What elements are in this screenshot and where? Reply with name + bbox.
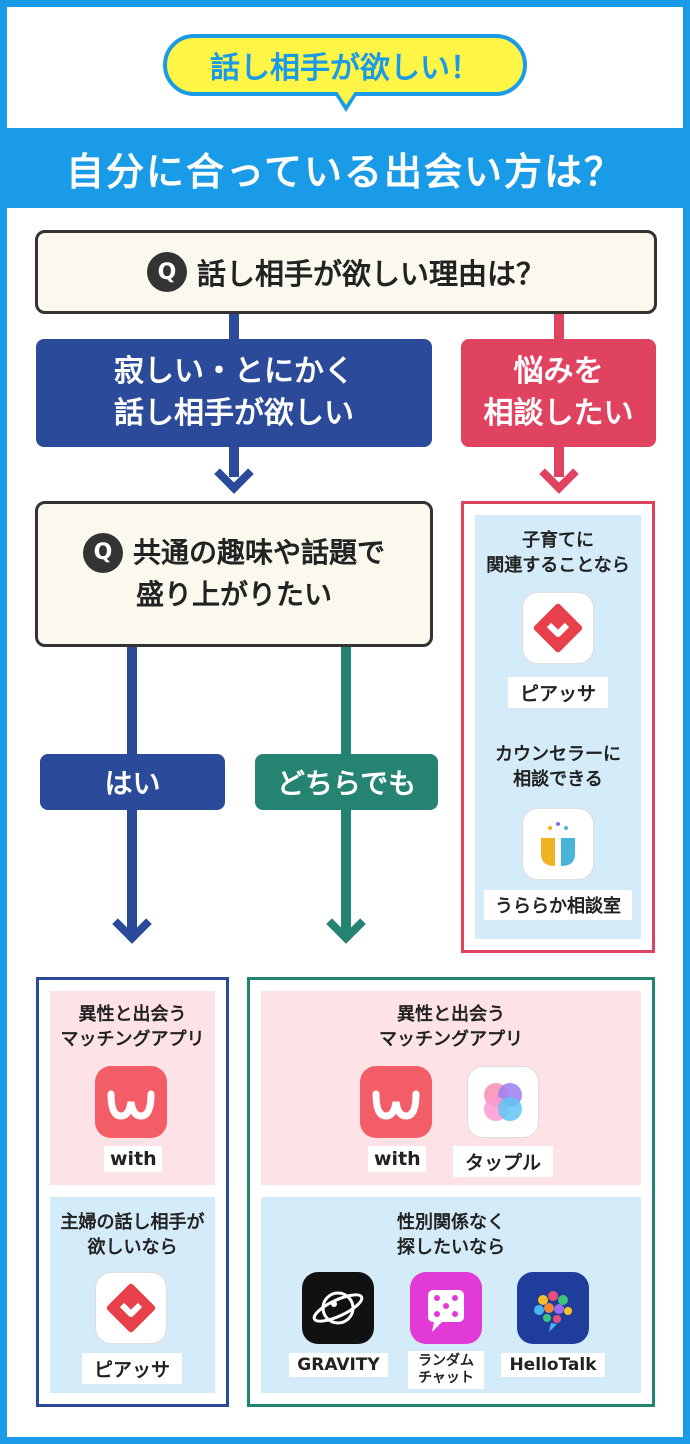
app-label-gravity: GRAVITY: [289, 1353, 388, 1377]
either-sec1-line2: マッチングアプリ: [379, 1029, 523, 1050]
hellotalk-bubble-icon[interactable]: [517, 1272, 589, 1344]
branch-lonely-line2: 話し相手が欲しい: [114, 396, 354, 431]
piassa-heart-diamond-icon[interactable]: [95, 1272, 167, 1344]
tapple-circles-icon[interactable]: [467, 1066, 539, 1138]
app-label-random-chat: ランダム チャット: [408, 1351, 484, 1389]
yes-result-panel: [36, 977, 229, 1407]
yes-sec1-line2: マッチングアプリ: [60, 1029, 205, 1050]
branch-worry-box: 悩みを 相談したい: [461, 339, 656, 447]
connector-line: [229, 314, 239, 340]
worry-sec1-text: 子育てに 関連することなら: [475, 528, 641, 578]
question-1-text: 話し相手が欲しい理由は？: [196, 257, 545, 291]
either-result-panel: [247, 977, 655, 1407]
uraraka-u-icon[interactable]: [522, 808, 594, 880]
app-label-with: with: [104, 1146, 162, 1172]
connector-line: [554, 314, 564, 340]
question-2-line1: 共通の趣味や話題で: [132, 536, 385, 569]
title-banner: 自分に合っている出会い方は？: [0, 128, 690, 208]
random-chat-dice-icon[interactable]: [410, 1272, 482, 1344]
app-label-tapple: タップル: [453, 1146, 553, 1177]
either-sec2-line2: 探したいなら: [397, 1237, 505, 1258]
random-chat-line1: ランダム: [418, 1353, 474, 1369]
app-label-with-2: with: [368, 1146, 426, 1172]
q-mark-icon: Q: [146, 252, 187, 292]
header-bubble: 話し相手が欲しい！: [163, 34, 527, 96]
q-mark-icon: Q: [82, 533, 123, 573]
worry-result-panel: [461, 501, 655, 953]
random-chat-line2: チャット: [418, 1370, 474, 1386]
worry-sec1-line1: 子育てに: [522, 530, 594, 551]
worry-sec2-line1: カウンセラーに: [495, 744, 621, 765]
question-2-box: Q 共通の趣味や話題で 盛り上がりたい: [35, 501, 433, 647]
app-label-piassa-2: ピアッサ: [82, 1353, 182, 1384]
connector-line: [554, 447, 564, 477]
connector-line: [229, 447, 239, 477]
branch-lonely-line1: 寂しい・とにかく: [114, 354, 354, 389]
yes-sec2-line1: 主婦の話し相手が: [60, 1212, 205, 1233]
either-sec1-bg: [261, 991, 641, 1185]
with-w-icon[interactable]: [95, 1066, 167, 1138]
either-sec1-text: 異性と出会う マッチングアプリ: [261, 1002, 641, 1052]
worry-sec1-line2: 関連することなら: [486, 555, 630, 576]
with-w-icon[interactable]: [360, 1066, 432, 1138]
answer-yes-box: はい: [40, 754, 225, 810]
branch-worry-line1: 悩みを: [513, 354, 604, 389]
either-sec2-line1: 性別関係なく: [397, 1212, 505, 1233]
answer-either-box: どちらでも: [255, 754, 438, 810]
bubble-tail-inner: [336, 90, 356, 105]
either-sec2-text: 性別関係なく 探したいなら: [261, 1210, 641, 1260]
piassa-heart-diamond-icon[interactable]: [522, 592, 594, 664]
app-label-uraraka: うららか相談室: [484, 890, 632, 920]
either-sec1-line1: 異性と出会う: [397, 1004, 505, 1025]
yes-sec2-line2: 欲しいなら: [87, 1237, 178, 1258]
question-2-line2: 盛り上がりたい: [135, 578, 332, 611]
question-1-box: Q 話し相手が欲しい理由は？: [35, 230, 657, 314]
yes-sec1-line1: 異性と出会う: [78, 1004, 187, 1025]
yes-sec2-text: 主婦の話し相手が 欲しいなら: [50, 1210, 215, 1260]
branch-worry-line2: 相談したい: [483, 396, 634, 431]
app-label-hellotalk: HelloTalk: [501, 1353, 605, 1377]
gravity-planet-icon[interactable]: [302, 1272, 374, 1344]
branch-lonely-box: 寂しい・とにかく 話し相手が欲しい: [36, 339, 432, 447]
yes-sec1-text: 異性と出会う マッチングアプリ: [50, 1002, 215, 1052]
worry-sec2-text: カウンセラーに 相談できる: [475, 742, 641, 792]
worry-sec2-line2: 相談できる: [513, 769, 603, 790]
app-label-piassa: ピアッサ: [508, 677, 608, 708]
